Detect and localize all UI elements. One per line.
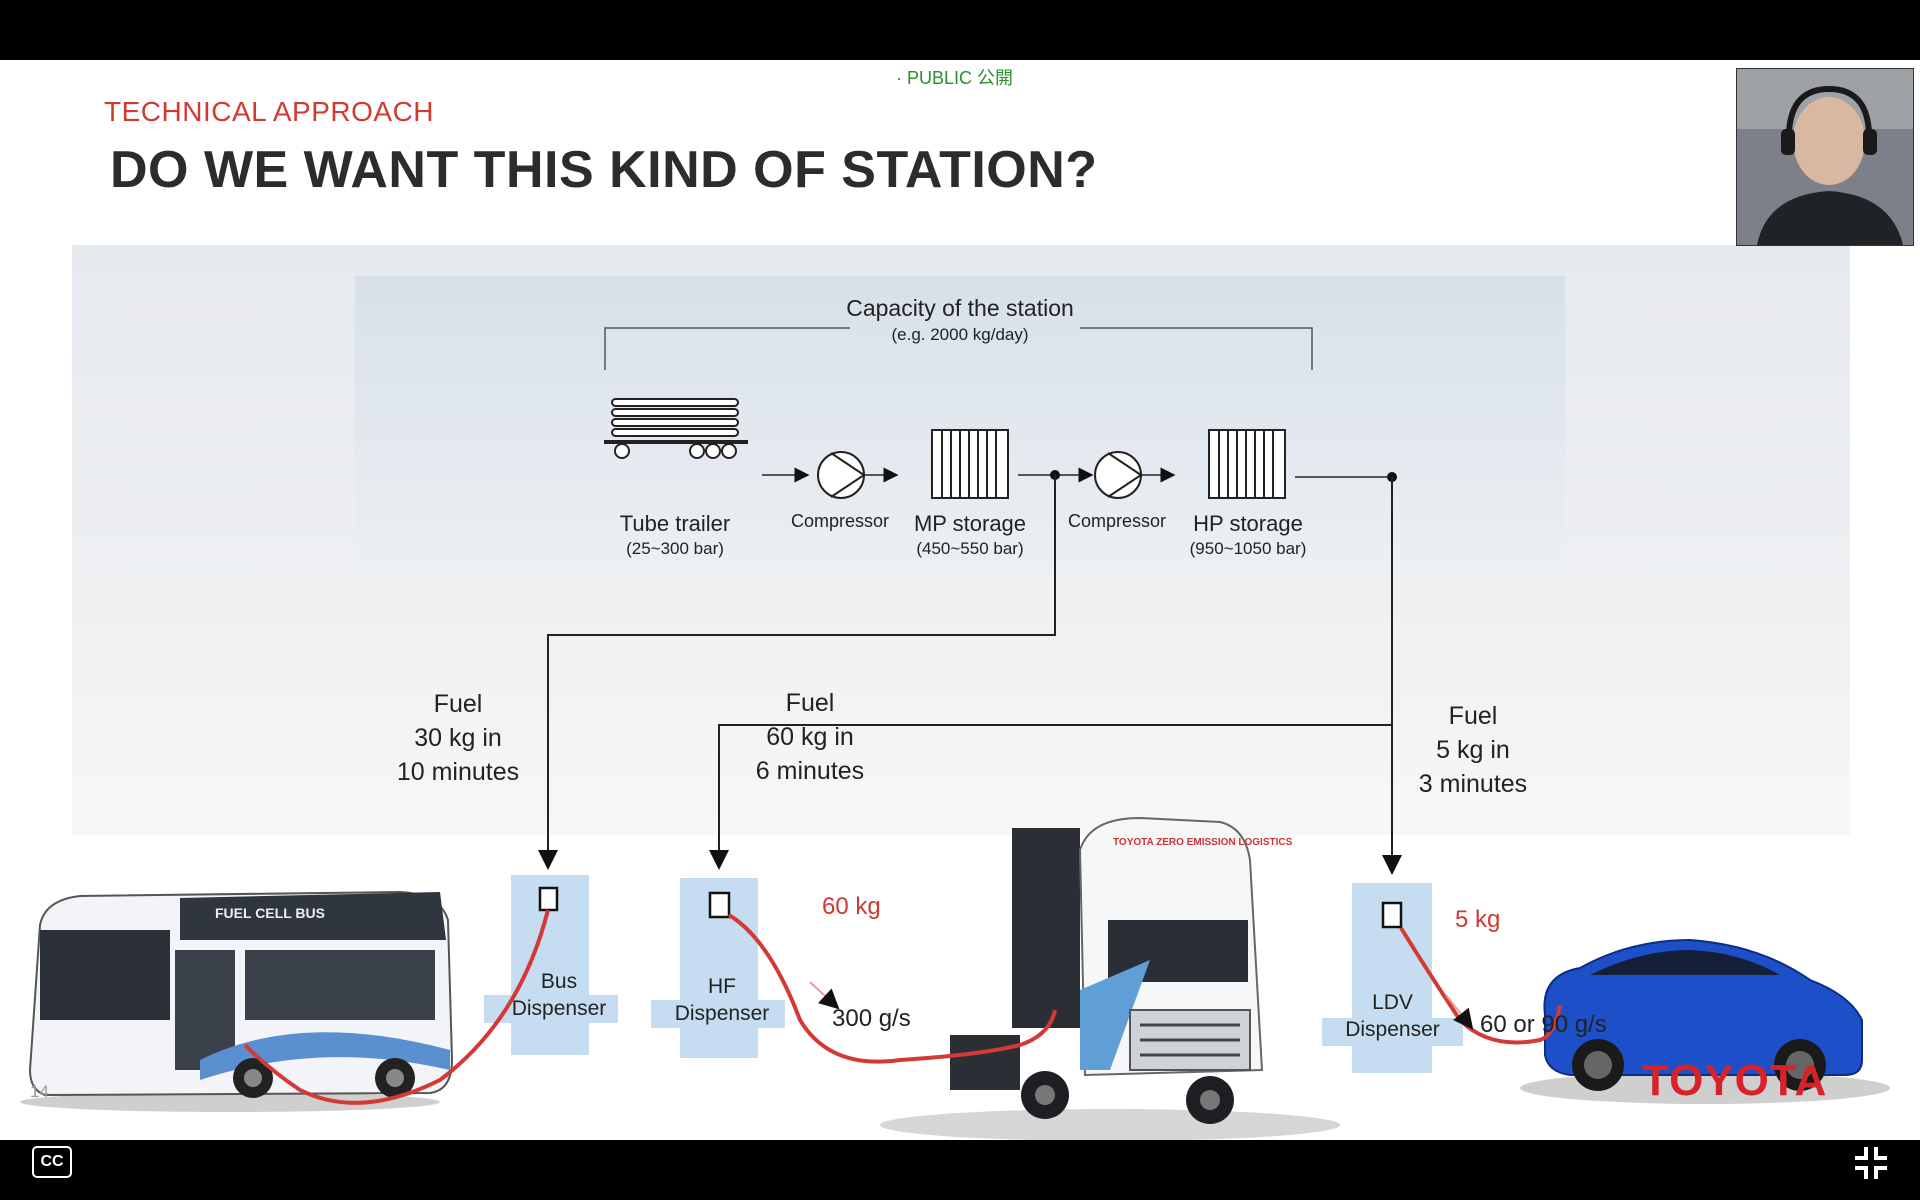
station-diagram: FUEL CELL BUS TOYOTA ZERO EMISSION LOGIS… <box>20 327 1890 1140</box>
hf-dispenser-label: HF Dispenser <box>655 973 789 1028</box>
capacity-bracket <box>604 327 1313 370</box>
dispenser-line-1: HF <box>708 975 736 998</box>
toyota-logo: TOYOTA <box>1642 1056 1828 1105</box>
ldv-fuel-spec: Fuel 5 kg in 3 minutes <box>1393 700 1553 801</box>
capacity-title: Capacity of the station <box>846 295 1074 321</box>
fuel-line-2: 60 kg in <box>766 722 854 751</box>
bus-label-text: FUEL CELL BUS <box>215 905 325 921</box>
dispenser-line-1: LDV <box>1372 991 1413 1014</box>
mp-storage-label: MP storage <box>913 511 1027 536</box>
speaker-avatar-icon <box>1737 69 1913 245</box>
ldv-dispenser-unit <box>1322 883 1463 1073</box>
top-letterbox <box>0 0 1920 60</box>
exit-fullscreen-button[interactable] <box>1852 1144 1890 1182</box>
fuel-cell-car-image <box>1520 938 1890 1104</box>
exit-fullscreen-icon <box>1855 1147 1887 1179</box>
compressor-2-label: Compressor <box>1067 511 1167 531</box>
slide-number: 14 <box>30 1082 49 1101</box>
hp-storage-label: HP storage <box>1193 511 1303 536</box>
tube-trailer-icon <box>604 398 748 459</box>
fuel-line-1: Fuel <box>433 690 483 718</box>
fuel-line-3: 6 minutes <box>755 756 865 785</box>
hf-transfer-amount: 60 kg <box>822 893 881 920</box>
compressor-1-label: Compressor <box>790 511 890 531</box>
fuel-line-1: Fuel <box>1448 702 1498 730</box>
dispenser-line-2: Dispenser <box>674 1002 770 1026</box>
compressor-2-icon <box>1094 451 1143 499</box>
section-label: TECHNICAL APPROACH <box>104 96 435 127</box>
bus-dispenser-label: Bus Dispenser <box>494 968 624 1023</box>
presentation-slide: · PUBLIC 公開 TECHNICAL APPROACH DO WE WAN… <box>0 60 1920 1140</box>
station-capacity-box <box>355 276 1565 576</box>
dispenser-line-2: Dispenser <box>511 997 607 1021</box>
fuel-line-3: 10 minutes <box>396 757 520 786</box>
mp-storage-spec: (450~550 bar) <box>916 539 1024 558</box>
hf-transfer-rate: 300 g/s <box>832 1005 911 1032</box>
truck-label-text: TOYOTA ZERO EMISSION LOGISTICS <box>1113 837 1293 848</box>
tube-trailer-label: Tube trailer <box>619 511 731 536</box>
bottom-letterbox <box>0 1140 1920 1200</box>
hf-hose <box>727 913 1057 1064</box>
ldv-transfer-rate: 60 or 90 g/s <box>1480 1011 1607 1038</box>
classification-tag: · PUBLIC 公開 <box>896 68 1014 88</box>
hp-storage-icon <box>1208 429 1286 499</box>
ldv-hose <box>1399 926 1562 1045</box>
fuel-line-2: 5 kg in <box>1436 735 1510 764</box>
ldv-transfer-amount: 5 kg <box>1455 906 1501 933</box>
speaker-webcam-thumbnail[interactable] <box>1736 68 1914 246</box>
hf-dispenser-unit <box>651 878 785 1058</box>
bus-dispenser-unit <box>484 875 618 1055</box>
compressor-1-icon <box>817 451 866 499</box>
fuel-line-3: 3 minutes <box>1418 769 1528 798</box>
mp-storage-icon <box>931 429 1009 499</box>
bus-hose <box>243 909 550 1105</box>
bus-fuel-spec: Fuel 30 kg in 10 minutes <box>378 688 538 789</box>
closed-captions-button[interactable]: CC <box>32 1146 72 1178</box>
hp-storage-spec: (950~1050 bar) <box>1189 539 1307 558</box>
fuel-line-2: 30 kg in <box>414 723 502 752</box>
ldv-dispenser-label: LDV Dispenser <box>1322 989 1463 1044</box>
fuel-line-1: Fuel <box>785 689 835 717</box>
dispenser-line-1: Bus <box>540 970 578 993</box>
hydrogen-truck-image: TOYOTA ZERO EMISSION LOGISTICS <box>880 816 1340 1140</box>
tube-trailer-spec: (25~300 bar) <box>626 539 724 558</box>
slide-title: DO WE WANT THIS KIND OF STATION? <box>110 141 1098 199</box>
dispenser-line-2: Dispenser <box>1345 1018 1440 1042</box>
hf-fuel-spec: Fuel 60 kg in 6 minutes <box>730 687 890 788</box>
capacity-subtitle: (e.g. 2000 kg/day) <box>891 325 1029 344</box>
fuel-cell-bus-image: FUEL CELL BUS <box>20 890 454 1112</box>
